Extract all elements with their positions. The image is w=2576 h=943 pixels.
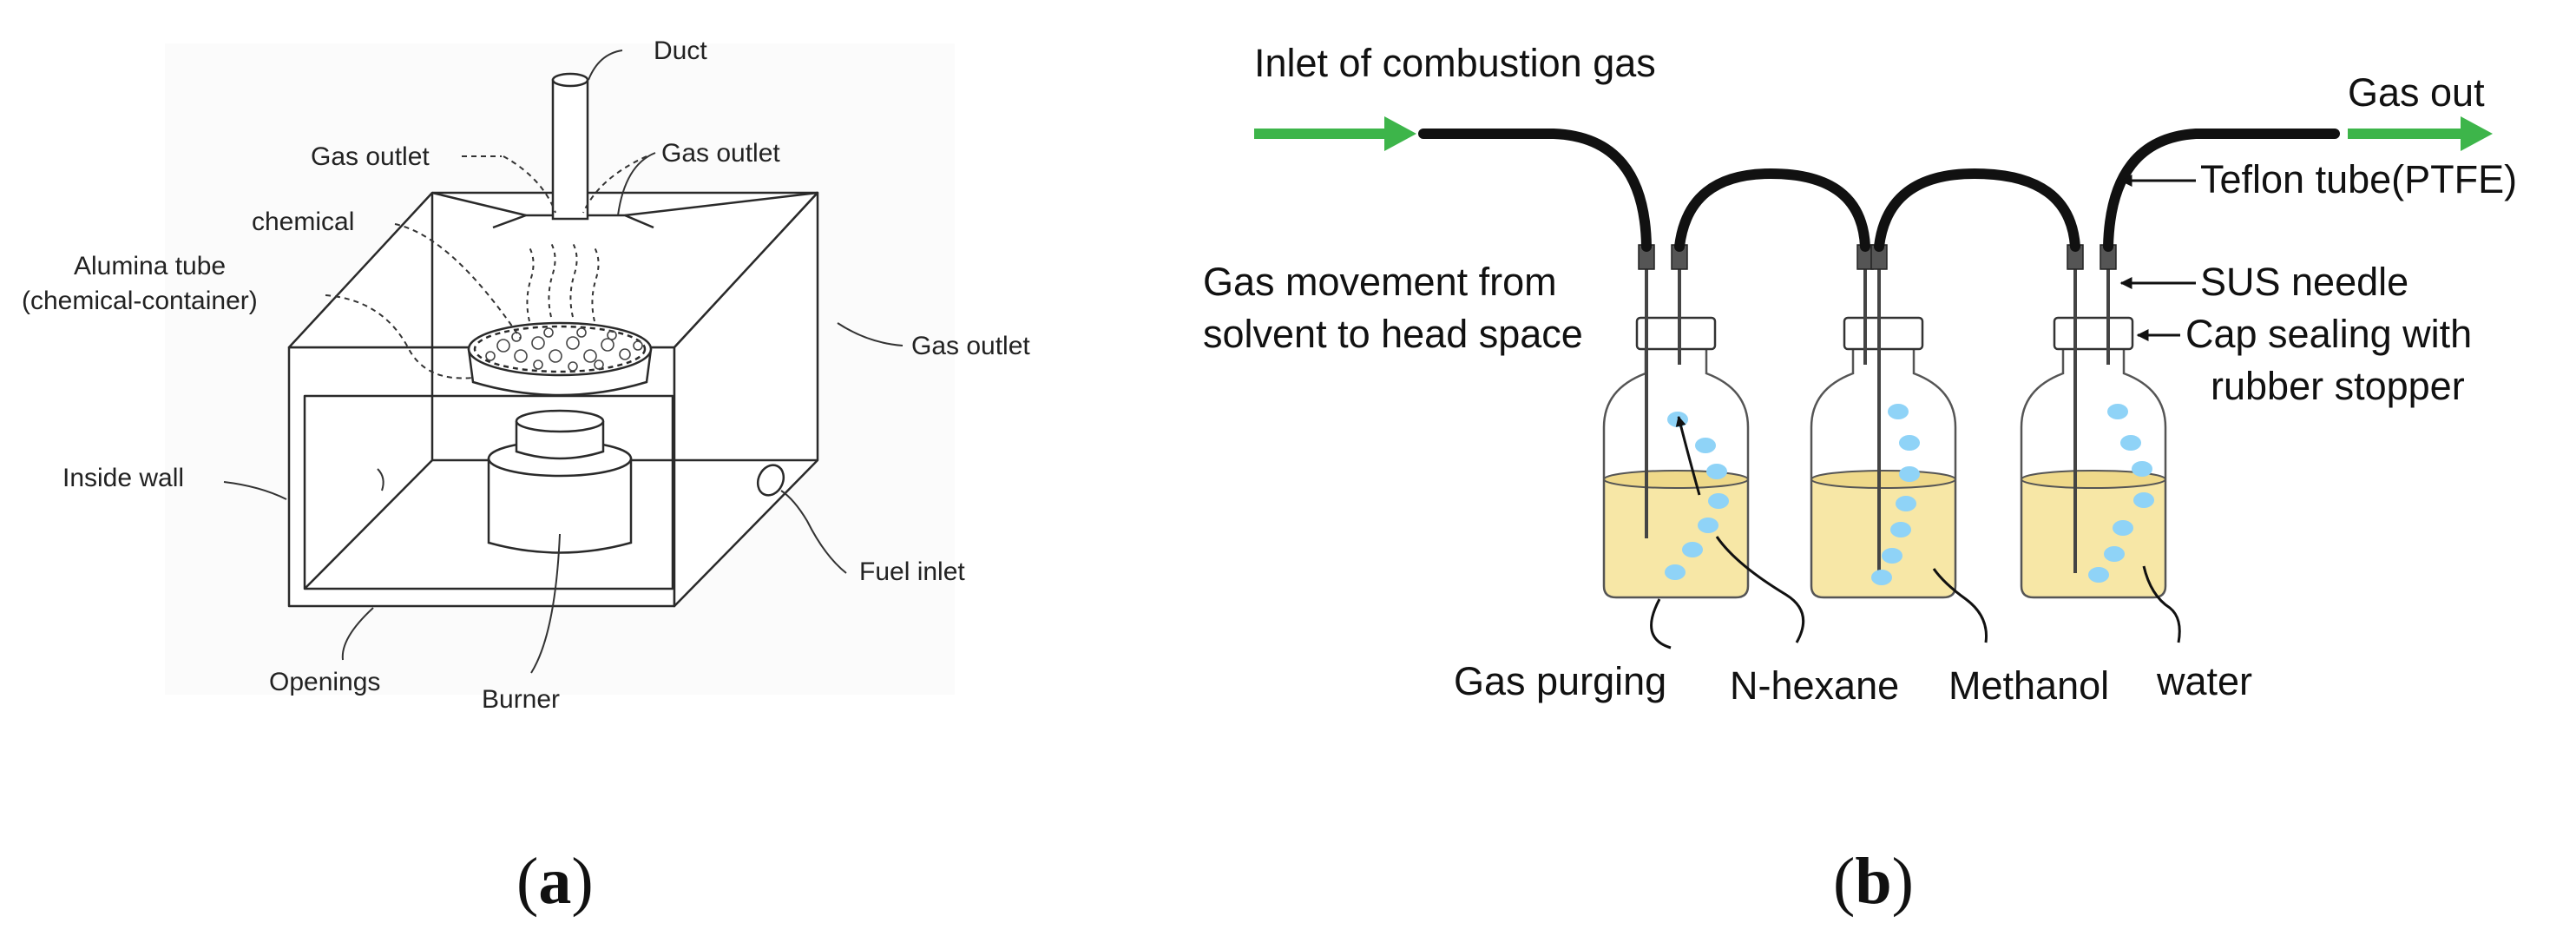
label-alumina-tube-sub: (chemical-container): [22, 287, 258, 315]
panel-a-caption: (a): [516, 845, 594, 918]
label-openings: Openings: [269, 668, 380, 696]
chemical-particles: [485, 327, 643, 372]
panel-b-labels: Inlet of combustion gas Gas out Teflon t…: [1203, 41, 2517, 708]
teflon-tubes: [1418, 129, 2340, 252]
label-teflon-tube: Teflon tube(PTFE): [2200, 157, 2517, 201]
label-gas-purging: Gas purging: [1454, 659, 1666, 703]
sus-needles: [1645, 260, 2110, 573]
label-gas-movement-line1: Gas movement from: [1203, 260, 1557, 304]
label-fuel-inlet: Fuel inlet: [859, 557, 965, 586]
label-gas-outlet-right: Gas outlet: [911, 332, 1030, 360]
alumina-tube-container: [467, 321, 653, 397]
panel-a-furnace-diagram: Duct Gas outlet Gas outlet chemical Alum…: [22, 36, 1030, 918]
label-gas-outlet-top: Gas outlet: [661, 139, 780, 168]
gas-out-arrow: [2348, 116, 2493, 151]
bottle-water: [2020, 316, 2167, 599]
inlet-arrow: [1254, 116, 1416, 151]
label-cap-sealing-line1: Cap sealing with: [2185, 312, 2472, 356]
label-n-hexane: N-hexane: [1730, 663, 1899, 708]
label-gas-outlet-left: Gas outlet: [311, 142, 430, 171]
panel-b-leader-lines: [1650, 175, 2196, 650]
label-gas-movement-line2: solvent to head space: [1203, 312, 1583, 356]
bottle-methanol: [1810, 316, 1957, 599]
panel-a-labels: Duct Gas outlet Gas outlet chemical Alum…: [22, 36, 1030, 714]
label-inlet-combustion-gas: Inlet of combustion gas: [1254, 41, 1656, 85]
label-burner: Burner: [482, 685, 560, 714]
fuel-inlet-hole: [756, 464, 785, 497]
panel-b-caption: (b): [1833, 845, 1914, 918]
bottle-n-hexane: [1602, 316, 1750, 599]
label-water: water: [2156, 659, 2252, 703]
panel-b-impinger-diagram: Inlet of combustion gas Gas out Teflon t…: [1203, 41, 2517, 918]
label-cap-sealing-line2: rubber stopper: [2211, 364, 2465, 408]
label-methanol: Methanol: [1948, 663, 2109, 708]
burner: [487, 409, 633, 554]
needle-hubs: [1638, 244, 2117, 270]
label-chemical: chemical: [252, 208, 354, 236]
label-alumina-tube: Alumina tube: [74, 252, 226, 280]
label-gas-out: Gas out: [2348, 70, 2485, 115]
label-sus-needle: SUS needle: [2200, 260, 2408, 304]
panel-a-leader-lines: [223, 49, 904, 674]
rising-fumes: [526, 242, 600, 322]
duct: [551, 72, 589, 221]
label-duct: Duct: [654, 36, 707, 65]
label-inside-wall: Inside wall: [62, 464, 184, 492]
gas-flow-lines: [503, 155, 647, 214]
